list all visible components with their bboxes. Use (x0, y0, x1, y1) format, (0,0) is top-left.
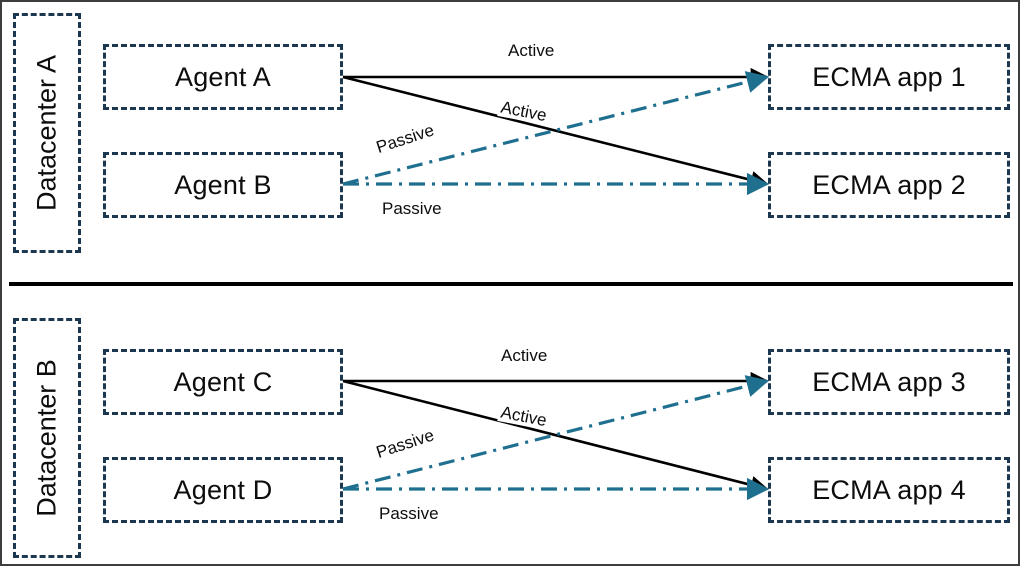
edge-label-c-to-3: Active (499, 346, 550, 365)
datacenter-b-group: Datacenter B (13, 318, 81, 558)
node-ecma-app-4[interactable]: ECMA app 4 (768, 457, 1010, 523)
node-ecma-app-2[interactable]: ECMA app 2 (768, 152, 1010, 218)
node-agent-c-label: Agent C (173, 366, 273, 397)
node-agent-a[interactable]: Agent A (103, 44, 343, 110)
node-ecma-app-3[interactable]: ECMA app 3 (768, 349, 1010, 415)
node-agent-c[interactable]: Agent C (103, 349, 343, 415)
node-ecma-app-4-label: ECMA app 4 (812, 474, 966, 505)
node-ecma-app-1[interactable]: ECMA app 1 (768, 44, 1010, 110)
node-agent-d[interactable]: Agent D (103, 457, 343, 523)
edge-agent-c-to-ecma-app-4 (342, 379, 769, 494)
node-agent-d-label: Agent D (173, 474, 273, 505)
datacenter-b-label: Datacenter B (31, 359, 62, 517)
edge-label-b-to-2: Passive (380, 199, 444, 218)
edge-label-d-to-4: Passive (377, 504, 441, 523)
section-divider (9, 282, 1013, 286)
node-agent-b-label: Agent B (174, 169, 272, 200)
edge-label-a-to-1: Active (506, 41, 557, 60)
datacenter-a-label: Datacenter A (31, 54, 62, 212)
node-ecma-app-3-label: ECMA app 3 (812, 366, 966, 397)
edge-agent-a-to-ecma-app-2 (342, 75, 769, 189)
node-ecma-app-2-label: ECMA app 2 (812, 169, 966, 200)
edge-agent-d-to-ecma-app-3 (342, 375, 770, 491)
node-ecma-app-1-label: ECMA app 1 (812, 61, 966, 92)
datacenter-a-group: Datacenter A (13, 13, 81, 253)
edge-agent-b-to-ecma-app-1 (342, 71, 770, 186)
node-agent-a-label: Agent A (175, 61, 271, 92)
node-agent-b[interactable]: Agent B (103, 152, 343, 218)
